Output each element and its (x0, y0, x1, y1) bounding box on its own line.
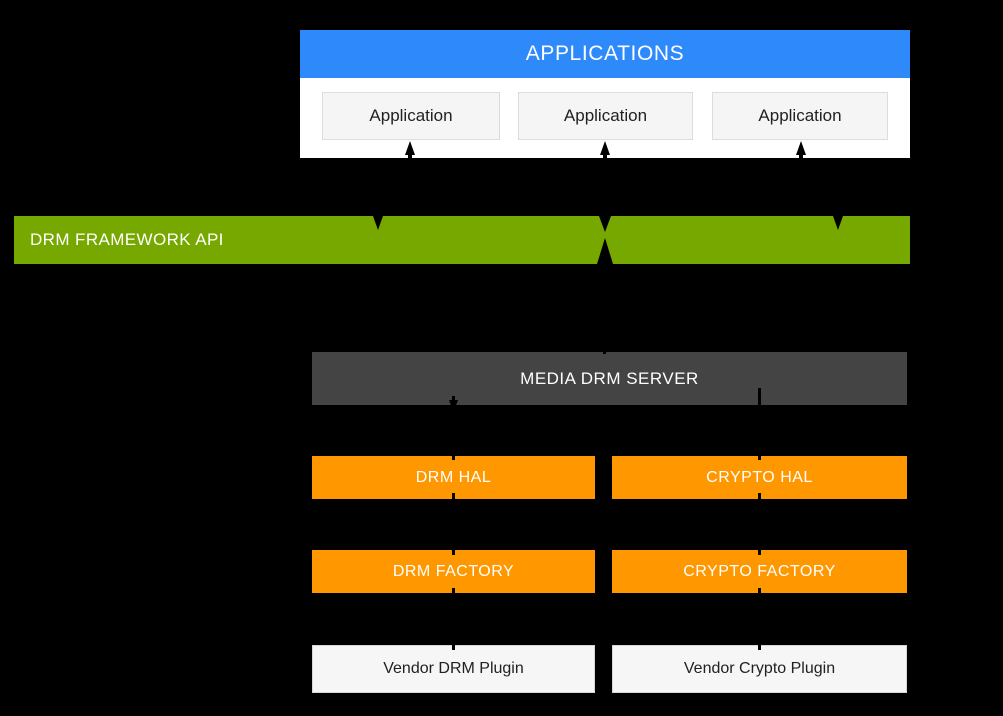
applications-header: APPLICATIONS (300, 30, 910, 78)
crypto-hal-box: CRYPTO HAL (612, 456, 907, 499)
drm-hal-box: DRM HAL (312, 456, 595, 499)
connector-drmhal-drmfactory (452, 493, 455, 555)
drm-factory-box: DRM FACTORY (312, 550, 595, 593)
connector-drmfactory-vendordrmplugin (452, 588, 455, 650)
drm-framework-api-label: DRM FRAMEWORK API (30, 230, 224, 249)
application-box-3[interactable]: Application (712, 92, 888, 140)
connector-cryptohal-cryptofactory (758, 493, 761, 555)
connector-mediadrmserver-drmhal (449, 396, 458, 460)
crypto-factory-box: CRYPTO FACTORY (612, 550, 907, 593)
media-drm-server-box: MEDIA DRM SERVER (312, 352, 907, 405)
applications-panel: APPLICATIONS Application Application App… (300, 30, 910, 158)
vendor-crypto-plugin-box: Vendor Crypto Plugin (612, 645, 907, 693)
vendor-drm-plugin-box: Vendor DRM Plugin (312, 645, 595, 693)
application-box-1[interactable]: Application (322, 92, 500, 140)
connector-cryptofactory-vendorcryptoplugin (758, 588, 761, 650)
connector-framework-mediadrmserver (603, 264, 606, 354)
application-box-2[interactable]: Application (518, 92, 693, 140)
drm-framework-api-band: DRM FRAMEWORK API (14, 216, 910, 264)
